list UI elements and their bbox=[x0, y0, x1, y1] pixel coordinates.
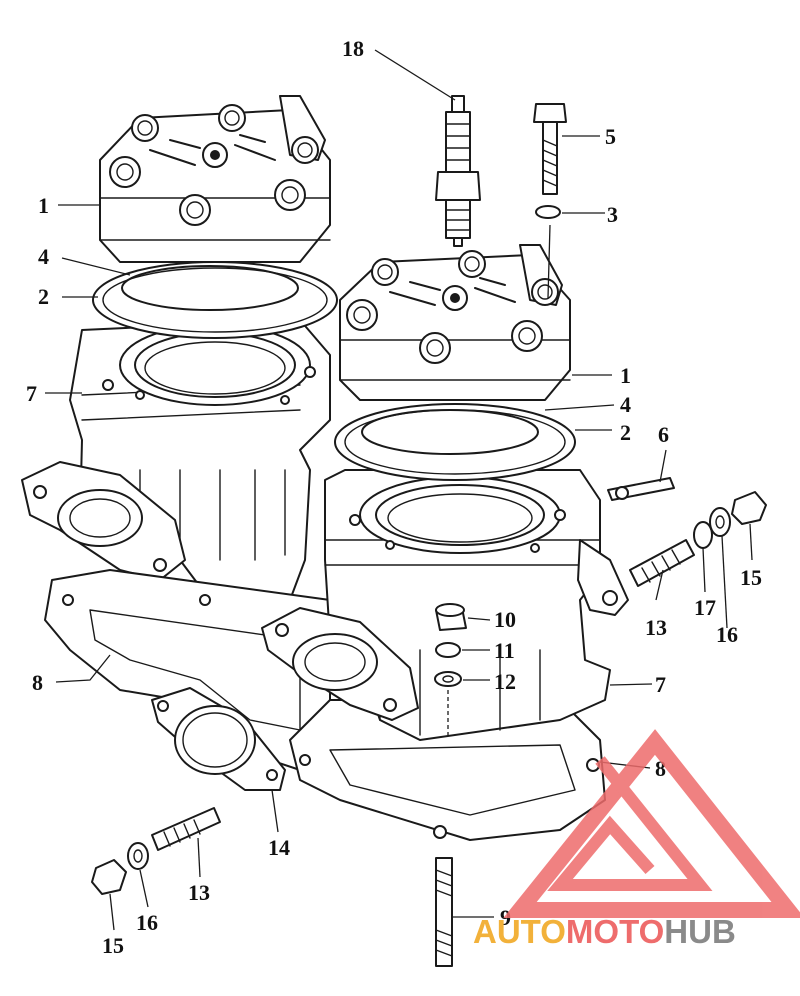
watermark-logo bbox=[503, 729, 800, 918]
leader-lines bbox=[45, 49, 753, 931]
left-cylinder-assembly bbox=[21, 95, 338, 771]
callout-4-left: 4 bbox=[38, 244, 49, 269]
callout-17: 17 bbox=[694, 595, 716, 620]
callout-15-right: 15 bbox=[740, 565, 762, 590]
nut-right bbox=[731, 491, 767, 525]
callout-13-right: 13 bbox=[645, 615, 667, 640]
callout-12: 12 bbox=[494, 669, 516, 694]
callout-1-left: 1 bbox=[38, 193, 49, 218]
washer-16-right bbox=[709, 507, 731, 537]
callout-14: 14 bbox=[268, 835, 290, 860]
stud-left bbox=[151, 807, 221, 851]
callout-16-left: 16 bbox=[136, 910, 158, 935]
washer-11 bbox=[435, 642, 461, 658]
callout-7-left: 7 bbox=[26, 381, 37, 406]
callout-15-left: 15 bbox=[102, 933, 124, 958]
watermark-auto: AUTO bbox=[473, 913, 566, 950]
callout-2-left: 2 bbox=[38, 284, 49, 309]
watermark-hub: HUB bbox=[664, 913, 736, 950]
washer-12 bbox=[434, 671, 462, 687]
svg-text:AUTOMOTOHUB: AUTOMOTOHUB bbox=[473, 913, 736, 950]
watermark-text: AUTOMOTOHUB bbox=[473, 913, 736, 950]
spark-plug bbox=[435, 95, 481, 247]
callout-8-right: 8 bbox=[655, 756, 666, 781]
watermark-triangle-inner bbox=[547, 756, 713, 891]
callout-4-right: 4 bbox=[620, 392, 631, 417]
callout-7-right: 7 bbox=[655, 672, 666, 697]
callout-2-right: 2 bbox=[620, 420, 631, 445]
callout-10: 10 bbox=[494, 607, 516, 632]
callout-8-left: 8 bbox=[32, 670, 43, 695]
long-stud bbox=[435, 857, 453, 967]
nut-left bbox=[91, 859, 127, 895]
stud-right bbox=[629, 539, 695, 587]
callout-3: 3 bbox=[607, 202, 618, 227]
callout-1-right: 1 bbox=[620, 363, 631, 388]
callout-5: 5 bbox=[605, 124, 616, 149]
dowel-pin bbox=[607, 477, 675, 501]
callout-13-left: 13 bbox=[188, 880, 210, 905]
head-bolt bbox=[533, 103, 567, 195]
callout-16-right: 16 bbox=[716, 622, 738, 647]
callout-11: 11 bbox=[494, 638, 515, 663]
washer-16-left bbox=[127, 842, 149, 870]
callout-6: 6 bbox=[658, 422, 669, 447]
watermark-moto: MOTO bbox=[566, 913, 664, 950]
washer-3 bbox=[535, 205, 561, 219]
washer-17 bbox=[693, 521, 713, 549]
watermark-triangle-outer bbox=[503, 729, 800, 918]
callout-18: 18 bbox=[342, 36, 364, 61]
exhaust-gasket bbox=[151, 687, 286, 791]
right-cylinder-assembly bbox=[261, 244, 629, 841]
